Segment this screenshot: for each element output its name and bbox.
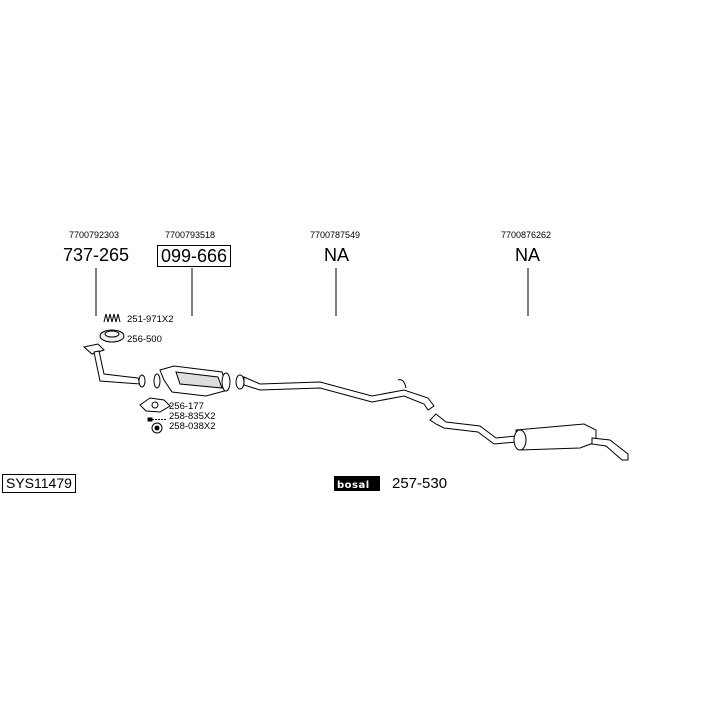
intermediate-pipe <box>243 376 435 411</box>
spring-icon <box>103 313 121 323</box>
bolt-icon <box>147 417 166 422</box>
part-number-1: 737-265 <box>63 245 130 265</box>
sealing-ring-icon <box>99 329 125 343</box>
brand-part-number: 257-530 <box>392 475 448 492</box>
part-number-2: 099-666 <box>157 245 232 267</box>
gasket-icon <box>139 397 171 413</box>
rear-silencer <box>429 413 629 461</box>
front-pipe <box>82 343 161 389</box>
small-part-label: 256-177 <box>169 401 204 412</box>
small-part-label: 251-971X2 <box>127 314 174 325</box>
nut-icon <box>151 422 163 434</box>
bosal-logo: bosal <box>334 472 382 491</box>
oe-number-2: 7700793518 <box>165 230 216 240</box>
small-part-label: 258-835X2 <box>169 411 216 422</box>
bosal-logo-text: bosal <box>337 480 370 491</box>
oe-number-4: 7700876262 <box>501 230 552 240</box>
catalytic-converter <box>159 365 245 397</box>
part-number-4: NA <box>515 245 541 265</box>
small-part-label: 256-500 <box>127 334 162 345</box>
small-part-label: 258-038X2 <box>169 421 216 432</box>
oe-number-1: 7700792303 <box>69 230 120 240</box>
part-number-3: NA <box>324 245 350 265</box>
system-code: SYS11479 <box>2 474 76 493</box>
oe-number-3: 7700787549 <box>310 230 361 240</box>
